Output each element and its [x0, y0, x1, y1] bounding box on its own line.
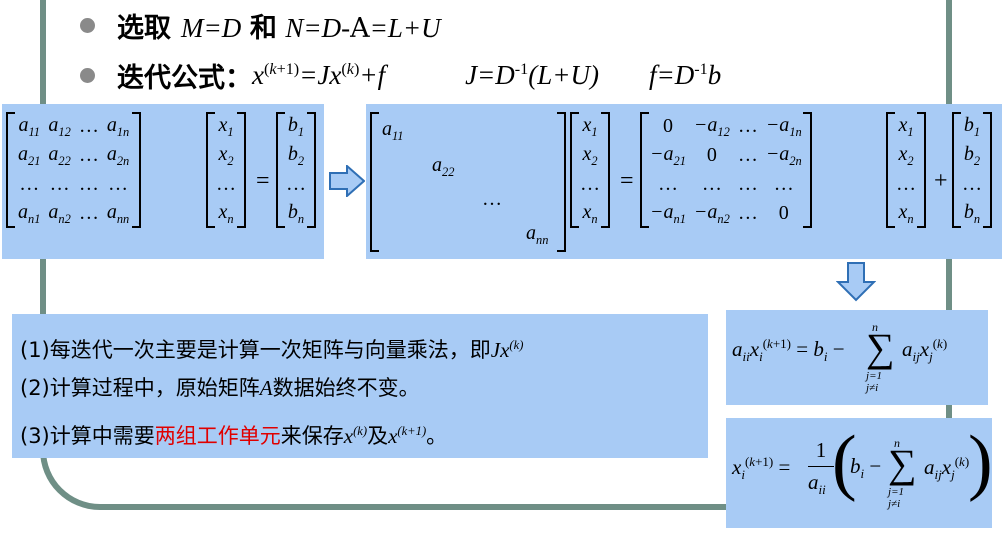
note-2: (2)计算过程中，原始矩阵A数据始终不变。 — [20, 376, 420, 400]
down-arrow-icon — [836, 262, 876, 302]
bullet-iteration: 迭代公式： x(k+1)=Jx(k)+f J=D-1(L+U) f=D-1b — [80, 56, 721, 95]
bullet-dot — [80, 18, 95, 33]
bullet-select-label: 选取 — [117, 13, 171, 44]
j-definition: J=D-1(L+U) — [465, 60, 599, 90]
component-formula-box — [726, 310, 988, 405]
matrix-system-box — [2, 104, 324, 259]
equals-sign: = — [620, 168, 634, 194]
matrix-d: a11 a22 … ann — [370, 112, 566, 260]
bullet-select-math: M=D 和 N=D-A=L+U — [181, 13, 441, 44]
bullet-select: 选取 M=D 和 N=D-A=L+U — [80, 6, 441, 45]
right-arrow-icon — [329, 165, 365, 197]
note-3: (3)计算中需要两组工作单元来保存x(k)及x(k+1)。 — [20, 424, 448, 448]
note-3-highlight: 两组工作单元 — [154, 424, 281, 448]
notes-box: (1)每迭代一次主要是计算一次矩阵与向量乘法，即Jx(k) (2)计算过程中，原… — [12, 314, 708, 458]
equals-sign: = — [256, 168, 270, 194]
split-system-box — [366, 104, 1002, 259]
plus-sign: + — [934, 168, 948, 194]
f-definition: f=D-1b — [648, 60, 722, 90]
bullet-iteration-label: 迭代公式： — [117, 63, 252, 94]
note-1: (1)每迭代一次主要是计算一次矩阵与向量乘法，即Jx(k) — [20, 338, 524, 362]
update-formula-box — [726, 418, 992, 528]
iteration-formula: x(k+1)=Jx(k)+f — [252, 60, 386, 90]
bullet-dot — [80, 68, 95, 83]
